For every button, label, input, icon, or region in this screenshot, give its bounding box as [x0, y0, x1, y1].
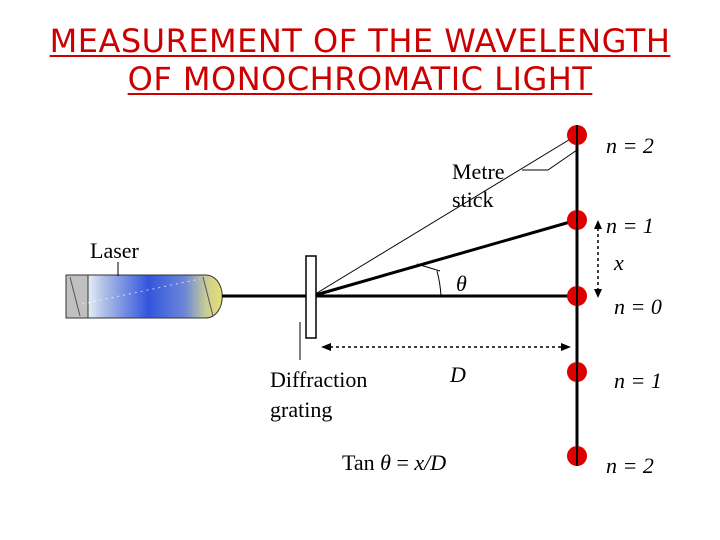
laser-icon	[65, 274, 223, 319]
order-label-n1-top: n = 1	[606, 213, 654, 238]
metre-stick-pointer	[522, 149, 578, 171]
tan-formula: Tan θ = x/D	[342, 450, 446, 475]
order-label-n2-bottom: n = 2	[606, 453, 654, 478]
order-spots	[567, 125, 587, 466]
x-dimension-arrow	[594, 220, 602, 298]
d-dimension-arrow	[321, 343, 571, 351]
laser-label: Laser	[90, 238, 140, 263]
first-order-ray	[311, 218, 578, 298]
grating-label-line2: grating	[270, 397, 332, 422]
title-line-1: MEASUREMENT OF THE WAVELENGTH	[49, 22, 671, 60]
theta-arc	[436, 270, 442, 297]
theta-label: θ	[456, 271, 467, 296]
grating-label-line1: Diffraction	[270, 367, 367, 392]
d-label: D	[449, 362, 466, 387]
metre-stick-label-line1: Metre	[452, 159, 505, 184]
x-label: x	[613, 250, 624, 275]
metre-stick-label-line2: stick	[452, 187, 494, 212]
second-order-ray	[311, 134, 578, 297]
order-label-n2-top: n = 2	[606, 133, 654, 158]
order-label-n0: n = 0	[614, 294, 662, 319]
diffraction-grating	[305, 255, 317, 339]
order-label-n1-bottom: n = 1	[614, 368, 662, 393]
title-line-2: OF MONOCHROMATIC LIGHT	[127, 60, 593, 98]
